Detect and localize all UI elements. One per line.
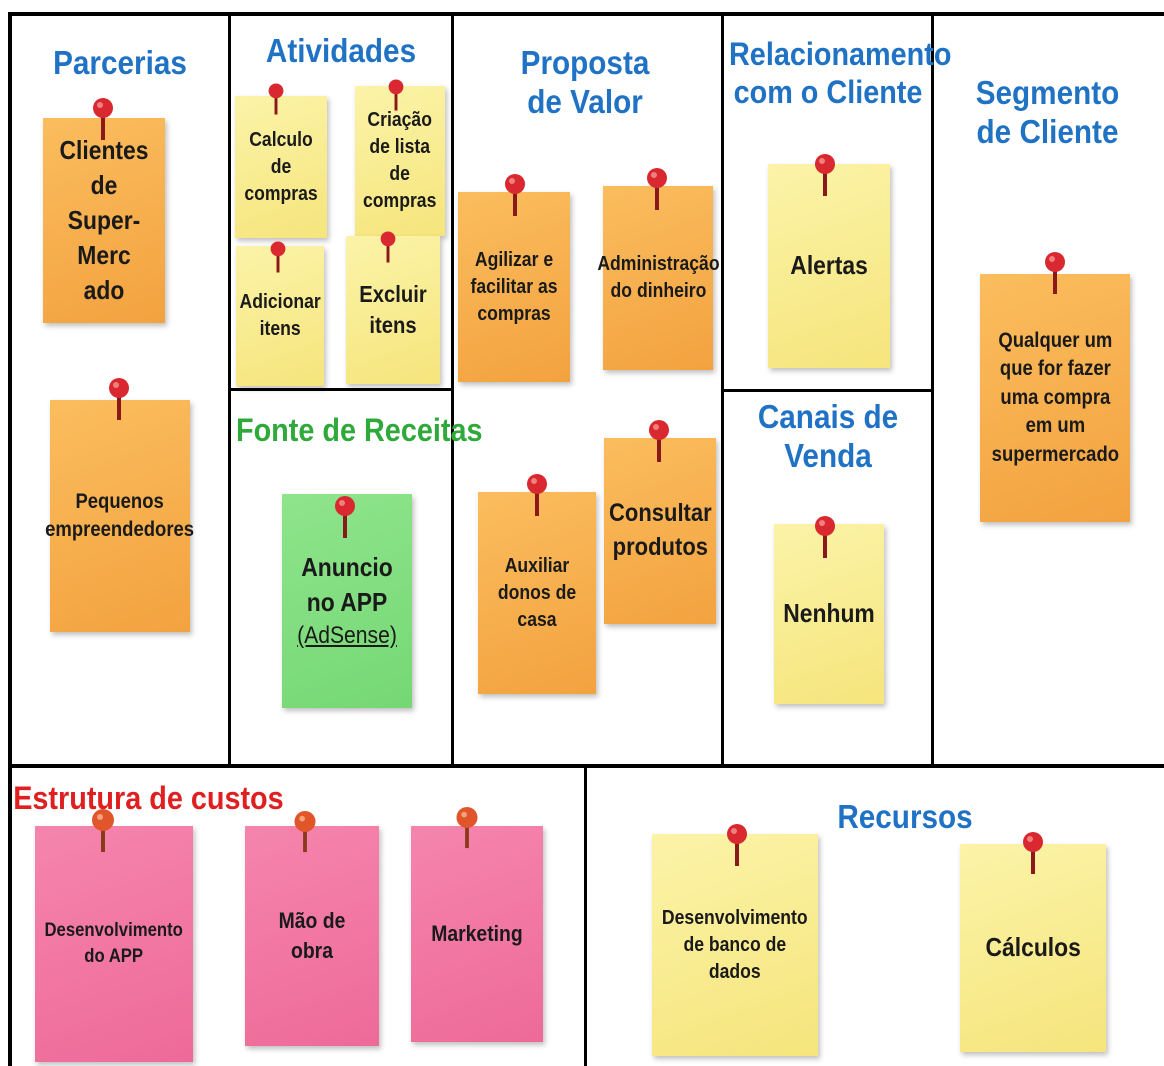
grid-divider-relationship (721, 389, 933, 392)
pushpin-icon (527, 474, 547, 516)
note-text: Adicionar itens (239, 291, 321, 340)
pushpin-icon (815, 516, 835, 558)
sticky-note-mao-obra: Mão de obra (245, 826, 379, 1046)
sticky-note-excluir: Excluir itens (346, 236, 440, 384)
pushpin-icon (456, 806, 478, 849)
pushpin-icon (649, 420, 669, 462)
pushpin-icon (93, 98, 113, 140)
note-text: Anuncio no APP (301, 551, 393, 617)
sticky-note-auxiliar: Auxiliar donos de casa (478, 492, 596, 694)
section-title-parcerias: Parcerias (53, 44, 187, 81)
note-text: Pequenos empreendedores (45, 489, 195, 541)
pushpin-icon (335, 496, 355, 538)
section-title-proposta: Proposta de Valor (520, 44, 650, 120)
pushpin-icon (268, 83, 284, 115)
sticky-note-adicionar: Adicionar itens (236, 246, 324, 386)
sticky-note-alertas: Alertas (768, 164, 890, 368)
sticky-note-consultar: Consultar produtos (604, 438, 716, 624)
pushpin-icon (1045, 252, 1065, 294)
note-text: Criação de lista de compras (363, 109, 437, 212)
pushpin-icon (505, 174, 525, 216)
sticky-note-agilizar: Agilizar e facilitar as compras (458, 192, 570, 382)
note-text: Cálculos (985, 932, 1081, 963)
sticky-note-calculos: Cálculos (960, 844, 1106, 1052)
note-text: Alertas (790, 250, 868, 281)
note-text: Consultar produtos (608, 499, 712, 561)
sticky-note-desenv-banco: Desenvolvimento de banco de dados (652, 834, 818, 1056)
pushpin-icon (380, 231, 396, 263)
grid-divider-activities (228, 388, 453, 391)
sticky-note-marketing: Marketing (411, 826, 543, 1042)
section-title-estrutura: Estrutura de custos (13, 780, 284, 816)
section-title-fonte: Fonte de Receitas (236, 412, 483, 448)
pushpin-icon (727, 824, 747, 866)
note-content: Anuncio no APP (AdSense) (293, 550, 400, 653)
adsense-link[interactable]: (AdSense) (297, 621, 397, 649)
note-text: Mão de obra (278, 908, 346, 963)
note-text: Auxiliar donos de casa (497, 554, 577, 631)
sticky-note-qualquer: Qualquer um que for fazer uma compra em … (980, 274, 1130, 522)
note-text: Desenvolvimento do APP (44, 920, 184, 967)
pushpin-icon (647, 168, 667, 210)
sticky-note-clientes-super: Clientes de Super-Merc ado (43, 118, 165, 323)
pushpin-icon (1023, 832, 1043, 874)
section-title-canais: Canais de Venda (757, 398, 899, 474)
grid-border-top (8, 12, 1164, 16)
pushpin-icon (109, 378, 129, 420)
note-text: Qualquer um que for fazer uma compra em … (991, 329, 1119, 466)
sticky-note-anuncio: Anuncio no APP (AdSense) (282, 494, 412, 708)
note-text: Calculo de compras (244, 128, 318, 205)
sticky-note-desenv-app: Desenvolvimento do APP (35, 826, 193, 1062)
sticky-note-pequenos: Pequenos empreendedores (46, 400, 194, 632)
sticky-note-administracao: Administração do dinheiro (597, 186, 719, 370)
note-text: Agilizar e facilitar as compras (470, 248, 558, 325)
section-title-atividades: Atividades (265, 32, 417, 69)
pushpin-icon (294, 810, 316, 853)
note-text: Nenhum (783, 598, 875, 629)
pushpin-icon (92, 809, 114, 852)
note-text: Marketing (431, 921, 523, 947)
note-text: Clientes de Super-Merc ado (59, 134, 149, 306)
grid-divider-bottom (584, 766, 587, 1066)
sticky-note-criacao: Criação de lista de compras (355, 86, 445, 236)
pushpin-icon (270, 241, 286, 273)
sticky-note-calculo: Calculo de compras (235, 96, 327, 238)
section-title-segmento: Segmento de Cliente (975, 74, 1120, 150)
section-title-relacionamento: Relacionamento com o Cliente (729, 36, 952, 110)
sticky-note-nenhum: Nenhum (774, 524, 884, 704)
pushpin-icon (388, 79, 404, 111)
note-text: Administração do dinheiro (596, 253, 720, 302)
pushpin-icon (815, 154, 835, 196)
note-text: Desenvolvimento de banco de dados (662, 906, 808, 983)
note-text: Excluir itens (359, 280, 427, 338)
section-title-recursos: Recursos (837, 798, 973, 835)
grid-border-left (8, 12, 12, 1066)
